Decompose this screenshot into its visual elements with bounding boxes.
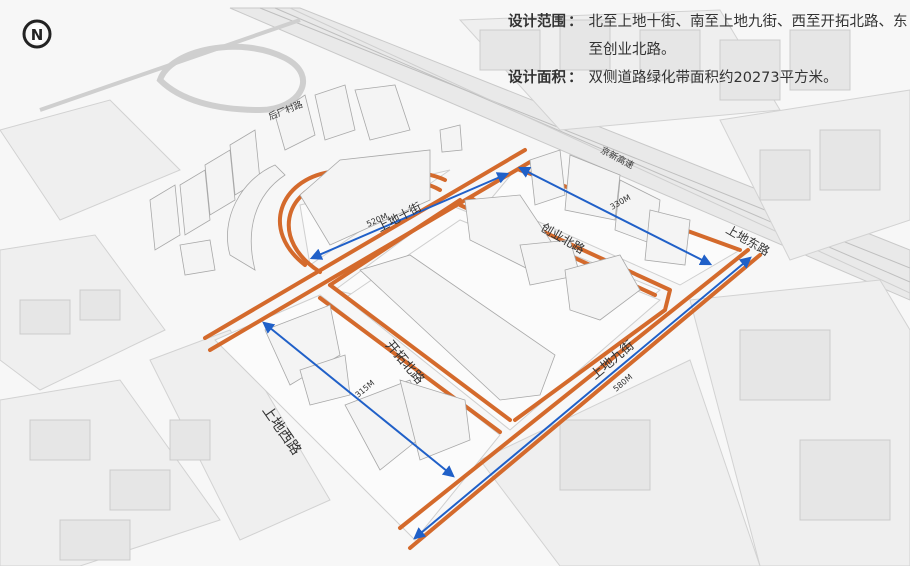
dimension-arrow-right	[517, 166, 713, 266]
dimension-arrow-580	[413, 256, 752, 540]
design-area-label: 设计面积	[508, 70, 566, 86]
compass-letter: N	[31, 26, 44, 44]
design-scope-label: 设计范围	[508, 14, 566, 30]
design-area-row: 设计面积 ： 双侧道路绿化带面积约20273平方米。	[508, 64, 908, 92]
design-area-text: 双侧道路绿化带面积约20273平方米。	[588, 70, 838, 86]
background-buildings	[19, 19, 891, 561]
dimension-arrow-520	[309, 172, 510, 260]
design-scope-row: 设计范围 ： 北至上地十街、南至上地九街、西至开拓北路、东至创业北路。	[508, 8, 908, 64]
design-scope-text: 北至上地十街、南至上地九街、西至开拓北路、东至创业北路。	[588, 14, 908, 58]
north-compass-icon: N	[22, 19, 52, 49]
design-info-panel: 设计范围 ： 北至上地十街、南至上地九街、西至开拓北路、东至创业北路。 设计面积…	[508, 8, 908, 92]
interchange-loop	[39, 18, 307, 114]
dimension-arrows	[262, 166, 752, 540]
